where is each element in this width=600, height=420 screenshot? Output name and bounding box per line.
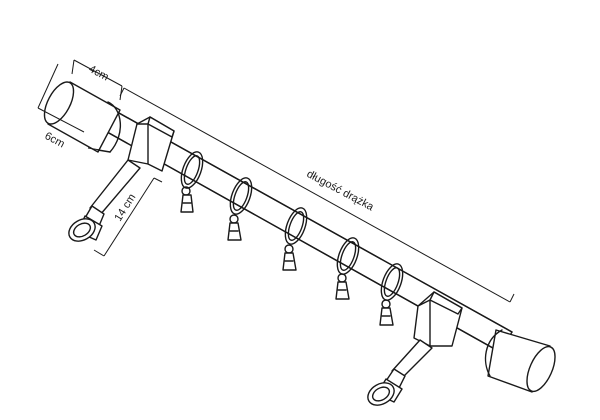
dimension-line-cap-diameter — [37, 63, 101, 151]
curtain-ring-4 — [335, 237, 360, 300]
curtain-ring-5 — [379, 263, 404, 326]
curtain-ring-3 — [282, 207, 308, 271]
left-bracket-collar — [127, 116, 175, 172]
cap-length-label: 4cm — [87, 63, 111, 83]
curtain-ring-1 — [180, 151, 204, 213]
dimension-line-bracket-depth — [93, 177, 163, 257]
left-end-cap — [43, 81, 122, 153]
right-bracket-arm — [367, 339, 433, 406]
left-bracket-arm — [68, 159, 141, 242]
right-end-cap — [484, 329, 556, 393]
dimension-line-rod-length — [119, 87, 515, 303]
rod-length-label: długość drążka — [305, 168, 377, 214]
curtain-ring-2 — [227, 177, 253, 241]
right-bracket-collar — [413, 291, 463, 347]
